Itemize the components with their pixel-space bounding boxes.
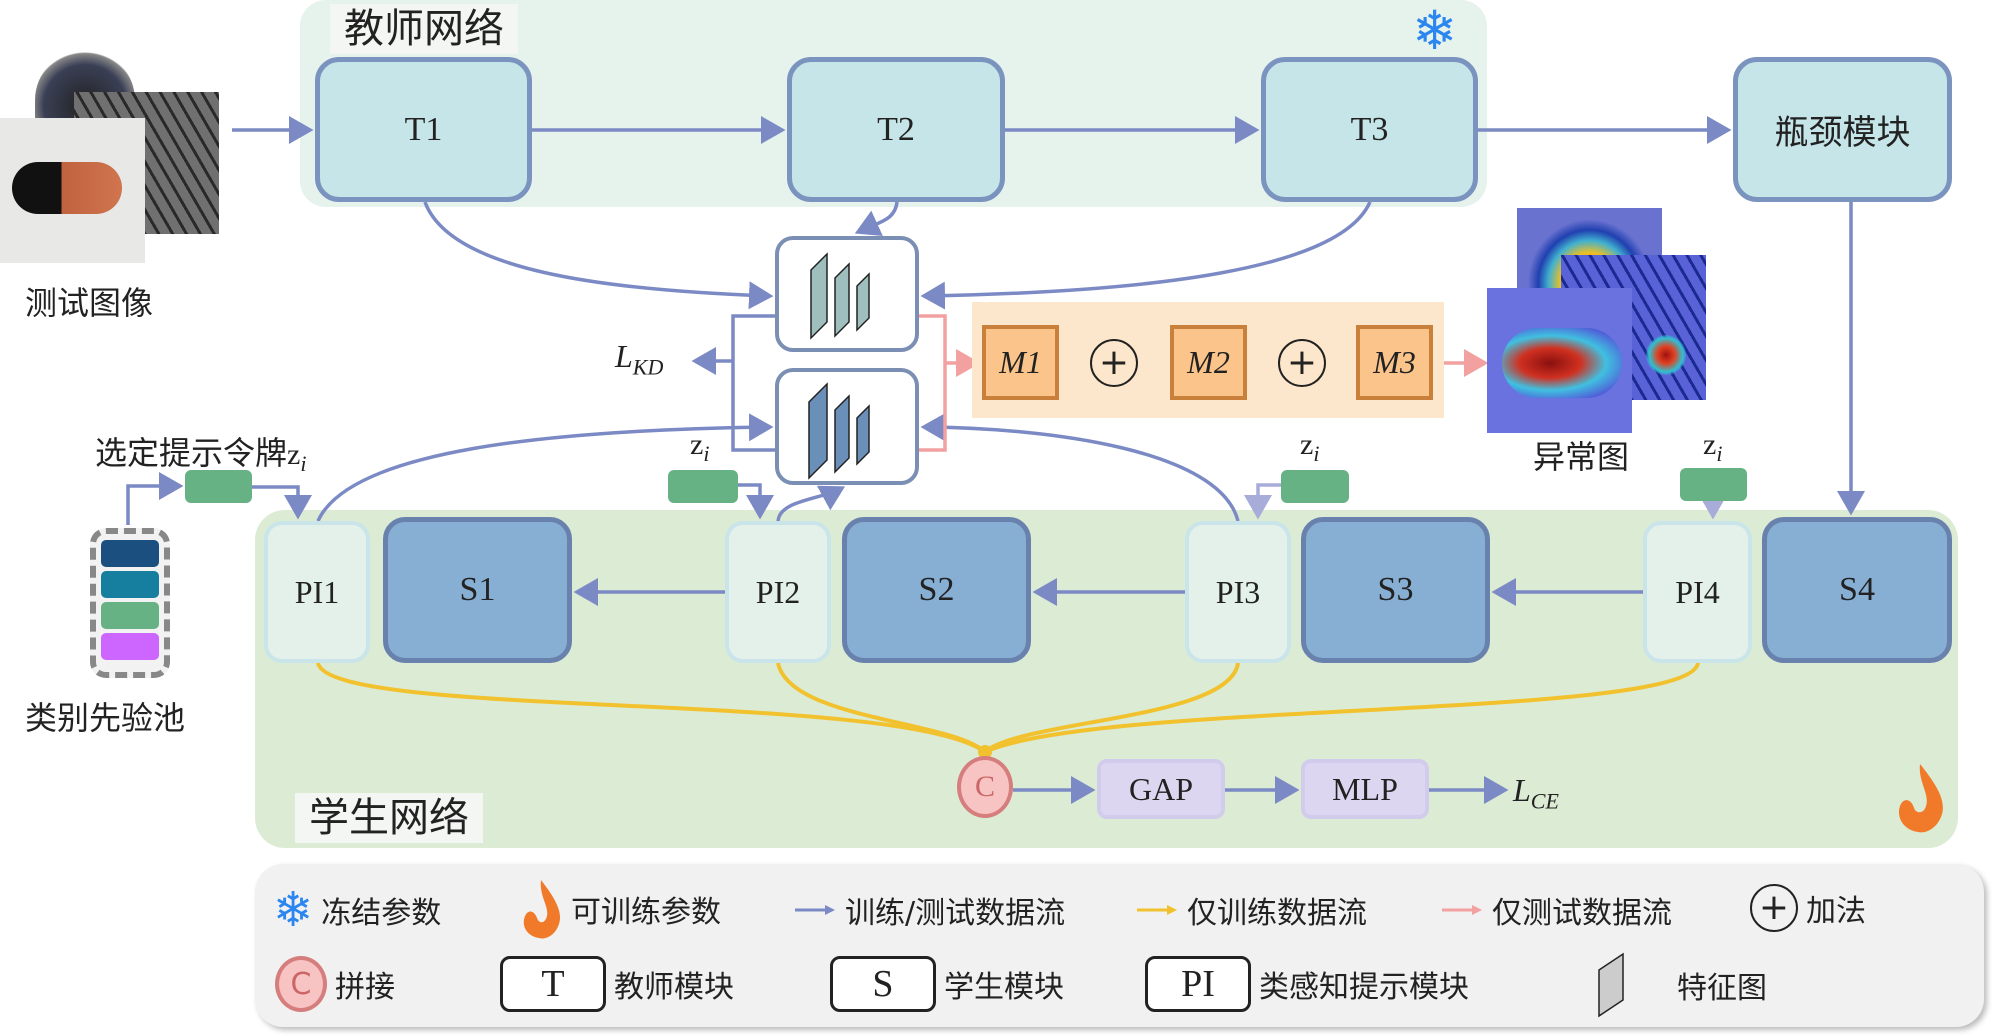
arrow-pool-to-token xyxy=(126,472,184,525)
legend-train-only-flow: 仅训练数据流 xyxy=(1135,888,1367,932)
class-prior-pool xyxy=(90,528,170,678)
teacher-network-title: 教师网络 xyxy=(330,4,518,54)
prompt-module-pi2[interactable]: PI2 xyxy=(725,521,831,663)
pool-entry-4 xyxy=(101,633,159,660)
prompt-module-pi1[interactable]: PI1 xyxy=(264,521,370,663)
fusion-module-m3[interactable]: M3 xyxy=(1356,325,1433,400)
arrow-icon xyxy=(1137,905,1177,915)
student-network-title: 学生网络 xyxy=(295,793,483,843)
arrow-pi3-to-features xyxy=(920,413,1240,522)
legend-train-test-flow: 训练/测试数据流 xyxy=(793,888,1065,932)
legend-teacher: T 教师模块 xyxy=(500,956,734,1012)
legend-pi: PI 类感知提示模块 xyxy=(1145,956,1469,1012)
train-flow-pi1 xyxy=(316,662,987,754)
student-block-s1[interactable]: S1 xyxy=(383,517,572,663)
legend-concat: C 拼接 xyxy=(275,956,395,1012)
bottleneck-module[interactable]: 瓶颈模块 xyxy=(1733,57,1952,202)
selected-token-label: 选定提示令牌zi xyxy=(95,434,307,476)
student-symbol: S xyxy=(830,956,936,1012)
teacher-block-t3[interactable]: T3 xyxy=(1261,57,1478,202)
add-operator-2: + xyxy=(1278,339,1326,387)
anomaly-caption: 异常图 xyxy=(1533,438,1630,476)
legend-pi-label: 类感知提示模块 xyxy=(1259,970,1469,1005)
prompt-token-2 xyxy=(668,470,738,503)
prompt-token-4 xyxy=(1680,468,1747,501)
arrow-token-to-pi3 xyxy=(1244,483,1281,520)
concat-icon: C xyxy=(275,956,327,1012)
legend-add: + 加法 xyxy=(1750,884,1866,932)
gap-module[interactable]: GAP xyxy=(1097,759,1225,819)
pool-entry-2 xyxy=(101,571,159,598)
legend-add-label: 加法 xyxy=(1806,894,1866,929)
loss-ce: LCE xyxy=(1513,772,1559,814)
legend-train-test-flow-label: 训练/测试数据流 xyxy=(845,896,1066,931)
mlp-module[interactable]: MLP xyxy=(1301,759,1429,819)
anomaly-map-capsule xyxy=(1487,288,1632,433)
arrow-t2-to-features xyxy=(854,201,899,237)
flame-icon xyxy=(1898,764,1943,833)
add-operator-1: + xyxy=(1090,339,1138,387)
teacher-feature-maps xyxy=(775,236,919,352)
prompt-token-3 xyxy=(1281,470,1349,503)
arrow-t1-to-features xyxy=(423,201,774,310)
feature-map-icon xyxy=(1598,952,1624,1018)
concat-node: C xyxy=(957,756,1013,818)
teacher-block-t1[interactable]: T1 xyxy=(315,57,532,202)
legend-concat-label: 拼接 xyxy=(335,970,395,1005)
input-caption: 测试图像 xyxy=(25,284,154,322)
input-image-capsule xyxy=(0,118,145,263)
pi-symbol: PI xyxy=(1145,956,1251,1012)
prompt-module-pi3[interactable]: PI3 xyxy=(1185,521,1291,663)
pool-entry-1 xyxy=(101,540,159,567)
teacher-symbol: T xyxy=(500,956,606,1012)
feature-map-icon-stack xyxy=(808,382,870,480)
legend-frozen-label: 冻结参数 xyxy=(321,896,442,931)
legend-trainable-label: 可训练参数 xyxy=(571,895,721,930)
token-label-3: zi xyxy=(1300,428,1320,466)
arrow-token-to-pi2 xyxy=(738,483,774,520)
legend-test-only-flow-label: 仅测试数据流 xyxy=(1492,896,1672,931)
plus-icon: + xyxy=(1750,884,1798,932)
legend-trainable: 可训练参数 xyxy=(517,878,721,940)
lkd-bracket xyxy=(731,314,775,452)
legend-test-only-flow: 仅测试数据流 xyxy=(1440,888,1672,932)
arrow-icon xyxy=(1442,905,1482,915)
pool-caption: 类别先验池 xyxy=(25,699,186,737)
flame-icon xyxy=(523,880,561,939)
arrow-t3-to-features xyxy=(920,201,1372,310)
snowflake-icon: ❄ xyxy=(273,882,314,938)
student-block-s2[interactable]: S2 xyxy=(842,517,1031,663)
student-block-s4[interactable]: S4 xyxy=(1762,517,1952,663)
legend-student: S 学生模块 xyxy=(830,956,1064,1012)
fusion-module-m2[interactable]: M2 xyxy=(1170,325,1247,400)
legend-teacher-label: 教师模块 xyxy=(614,970,734,1005)
arrow-pi2-to-features xyxy=(776,485,846,522)
legend-feature-map: 特征图 xyxy=(1595,952,1767,1018)
student-feature-maps xyxy=(775,368,919,485)
token-label-2: zi xyxy=(690,428,710,466)
train-flow-pi3 xyxy=(983,662,1240,754)
prompt-token-1 xyxy=(185,470,252,503)
fusion-module-m1[interactable]: M1 xyxy=(982,325,1059,400)
teacher-block-t2[interactable]: T2 xyxy=(787,57,1005,202)
test-bracket xyxy=(919,314,947,452)
train-flow-pi2 xyxy=(776,662,987,754)
snowflake-icon: ❄ xyxy=(1412,0,1458,62)
arrow-pi1-to-features xyxy=(316,413,774,522)
legend-feature-map-label: 特征图 xyxy=(1677,971,1767,1006)
legend-train-only-flow-label: 仅训练数据流 xyxy=(1187,896,1367,931)
legend: ❄ 冻结参数 可训练参数 训练/测试数据流 仅训练数据流 仅测试数据流 + 加法… xyxy=(255,864,1984,1027)
loss-kd: LKD xyxy=(615,338,664,380)
train-flow-pi4 xyxy=(984,662,1700,754)
feature-map-icon-stack xyxy=(810,252,870,340)
student-block-s3[interactable]: S3 xyxy=(1301,517,1490,663)
legend-student-label: 学生模块 xyxy=(944,970,1064,1005)
pool-entry-3 xyxy=(101,602,159,629)
legend-frozen: ❄ 冻结参数 xyxy=(273,886,441,934)
token-label-4: zi xyxy=(1703,428,1723,466)
arrow-token-to-pi1 xyxy=(252,485,312,520)
arrow-icon xyxy=(795,905,835,915)
prompt-module-pi4[interactable]: PI4 xyxy=(1643,521,1752,663)
